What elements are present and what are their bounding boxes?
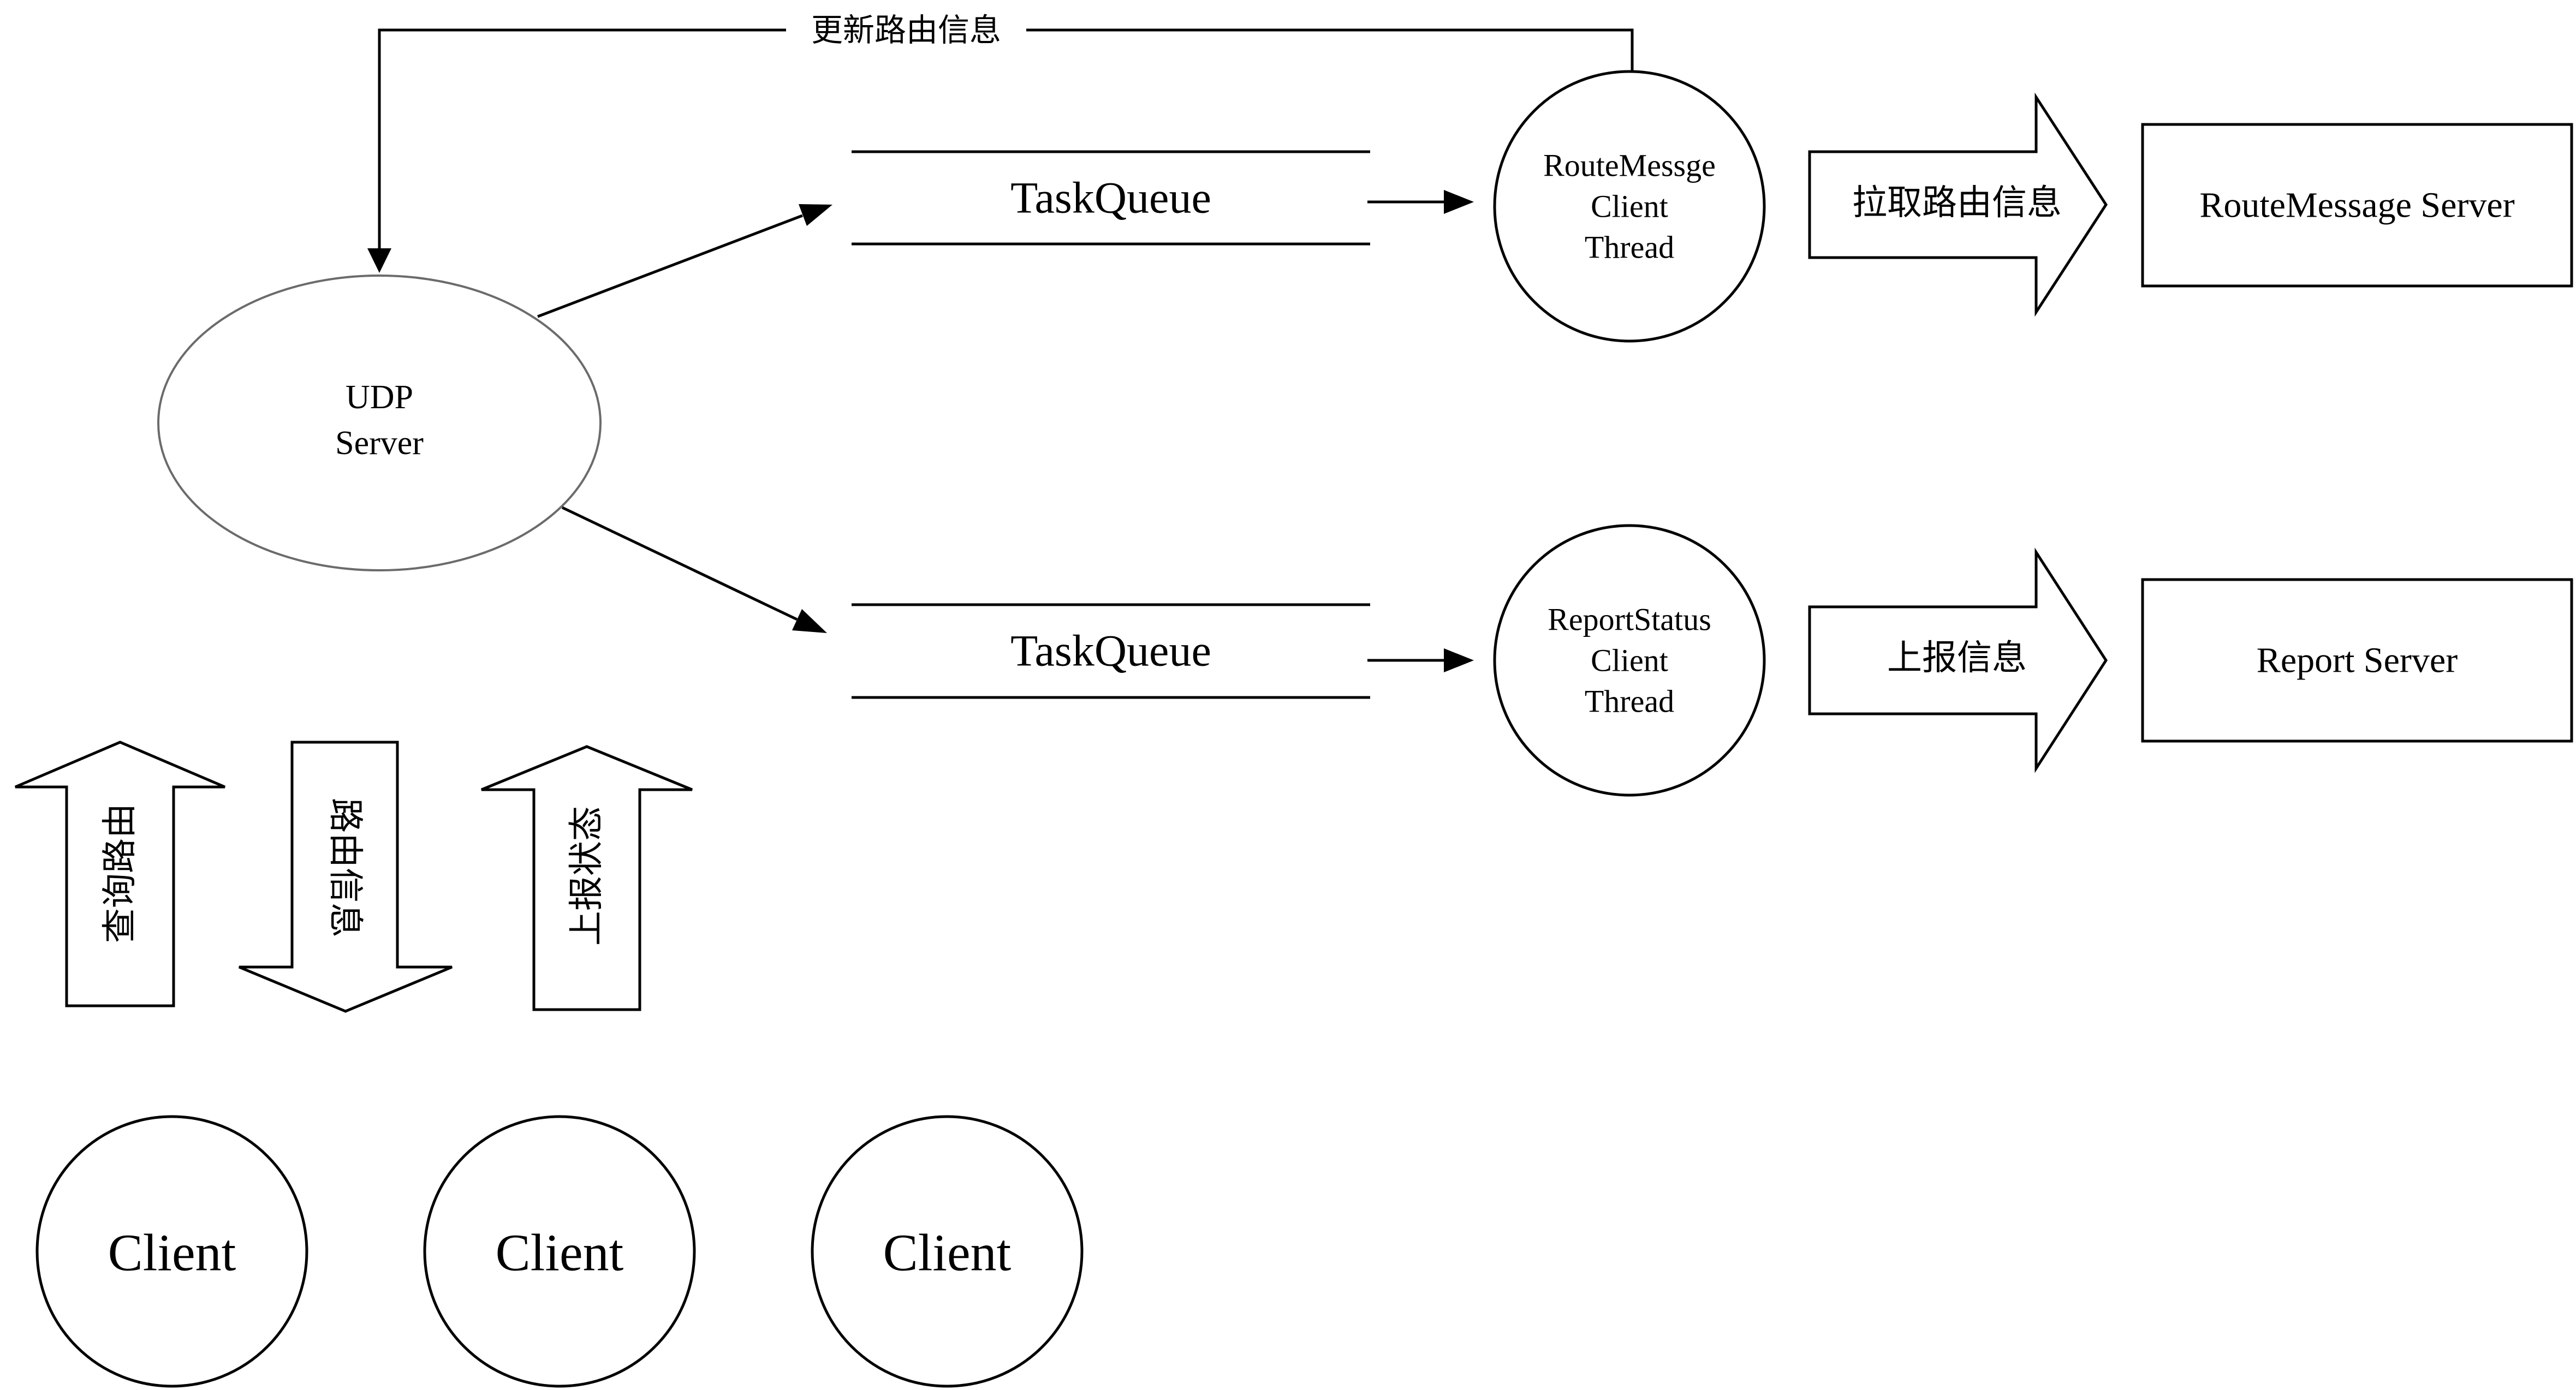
update-route-label: 更新路由信息 (811, 11, 1001, 49)
report-thread-label-line2: Client (1591, 643, 1668, 678)
report-info-arrow: 上报信息 (1808, 547, 2108, 773)
client-3-label: Client (883, 1224, 1012, 1282)
client-1-label: Client (108, 1224, 236, 1282)
report-info-label: 上报信息 (1887, 638, 2027, 678)
report-status-client-thread: ReportStatus Client Thread (1493, 524, 1766, 797)
client-2-label: Client (496, 1224, 624, 1282)
task-queue-bottom-label: TaskQueue (1010, 626, 1211, 676)
queue-to-thread-arrow-top (1367, 190, 1474, 214)
client-1: Client (35, 1115, 308, 1388)
report-status-label: 上报状态 (567, 806, 607, 946)
update-route-connector: 更新路由信息 (367, 11, 1634, 273)
queue-to-thread-arrow-bottom (1367, 648, 1474, 672)
route-message-client-thread: RouteMessge Client Thread (1493, 70, 1766, 343)
udp-server: UDP Server (157, 275, 602, 571)
report-thread-label-line1: ReportStatus (1548, 602, 1711, 637)
udp-to-queue-arrow-top (537, 204, 832, 318)
task-queue-top: TaskQueue (852, 150, 1370, 246)
route-thread-label-line1: RouteMessge (1543, 148, 1716, 183)
client-2: Client (423, 1115, 696, 1388)
client-3: Client (811, 1115, 1084, 1388)
pull-route-info-label: 拉取路由信息 (1852, 183, 2062, 223)
route-info-label: 路由信息 (325, 798, 365, 938)
route-thread-label-line2: Client (1591, 189, 1668, 224)
udp-server-label-line2: Server (335, 425, 424, 462)
pull-route-info-arrow: 拉取路由信息 (1808, 92, 2108, 317)
report-thread-label-line3: Thread (1585, 684, 1674, 719)
task-queue-bottom: TaskQueue (852, 603, 1370, 699)
report-status-arrow: 上报状态 (481, 745, 693, 1011)
route-message-server-label: RouteMessage Server (2199, 186, 2514, 225)
route-info-arrow: 路由信息 (239, 741, 453, 1013)
report-server: Report Server (2141, 578, 2573, 743)
report-server-label: Report Server (2257, 641, 2458, 681)
query-route-label: 查询路由 (100, 803, 140, 943)
udp-server-label-line1: UDP (346, 379, 413, 416)
route-message-server: RouteMessage Server (2141, 123, 2573, 288)
udp-to-queue-arrow-bottom (561, 506, 827, 633)
query-route-arrow: 查询路由 (15, 741, 225, 1007)
task-queue-top-label: TaskQueue (1010, 173, 1211, 223)
route-thread-label-line3: Thread (1585, 230, 1674, 265)
